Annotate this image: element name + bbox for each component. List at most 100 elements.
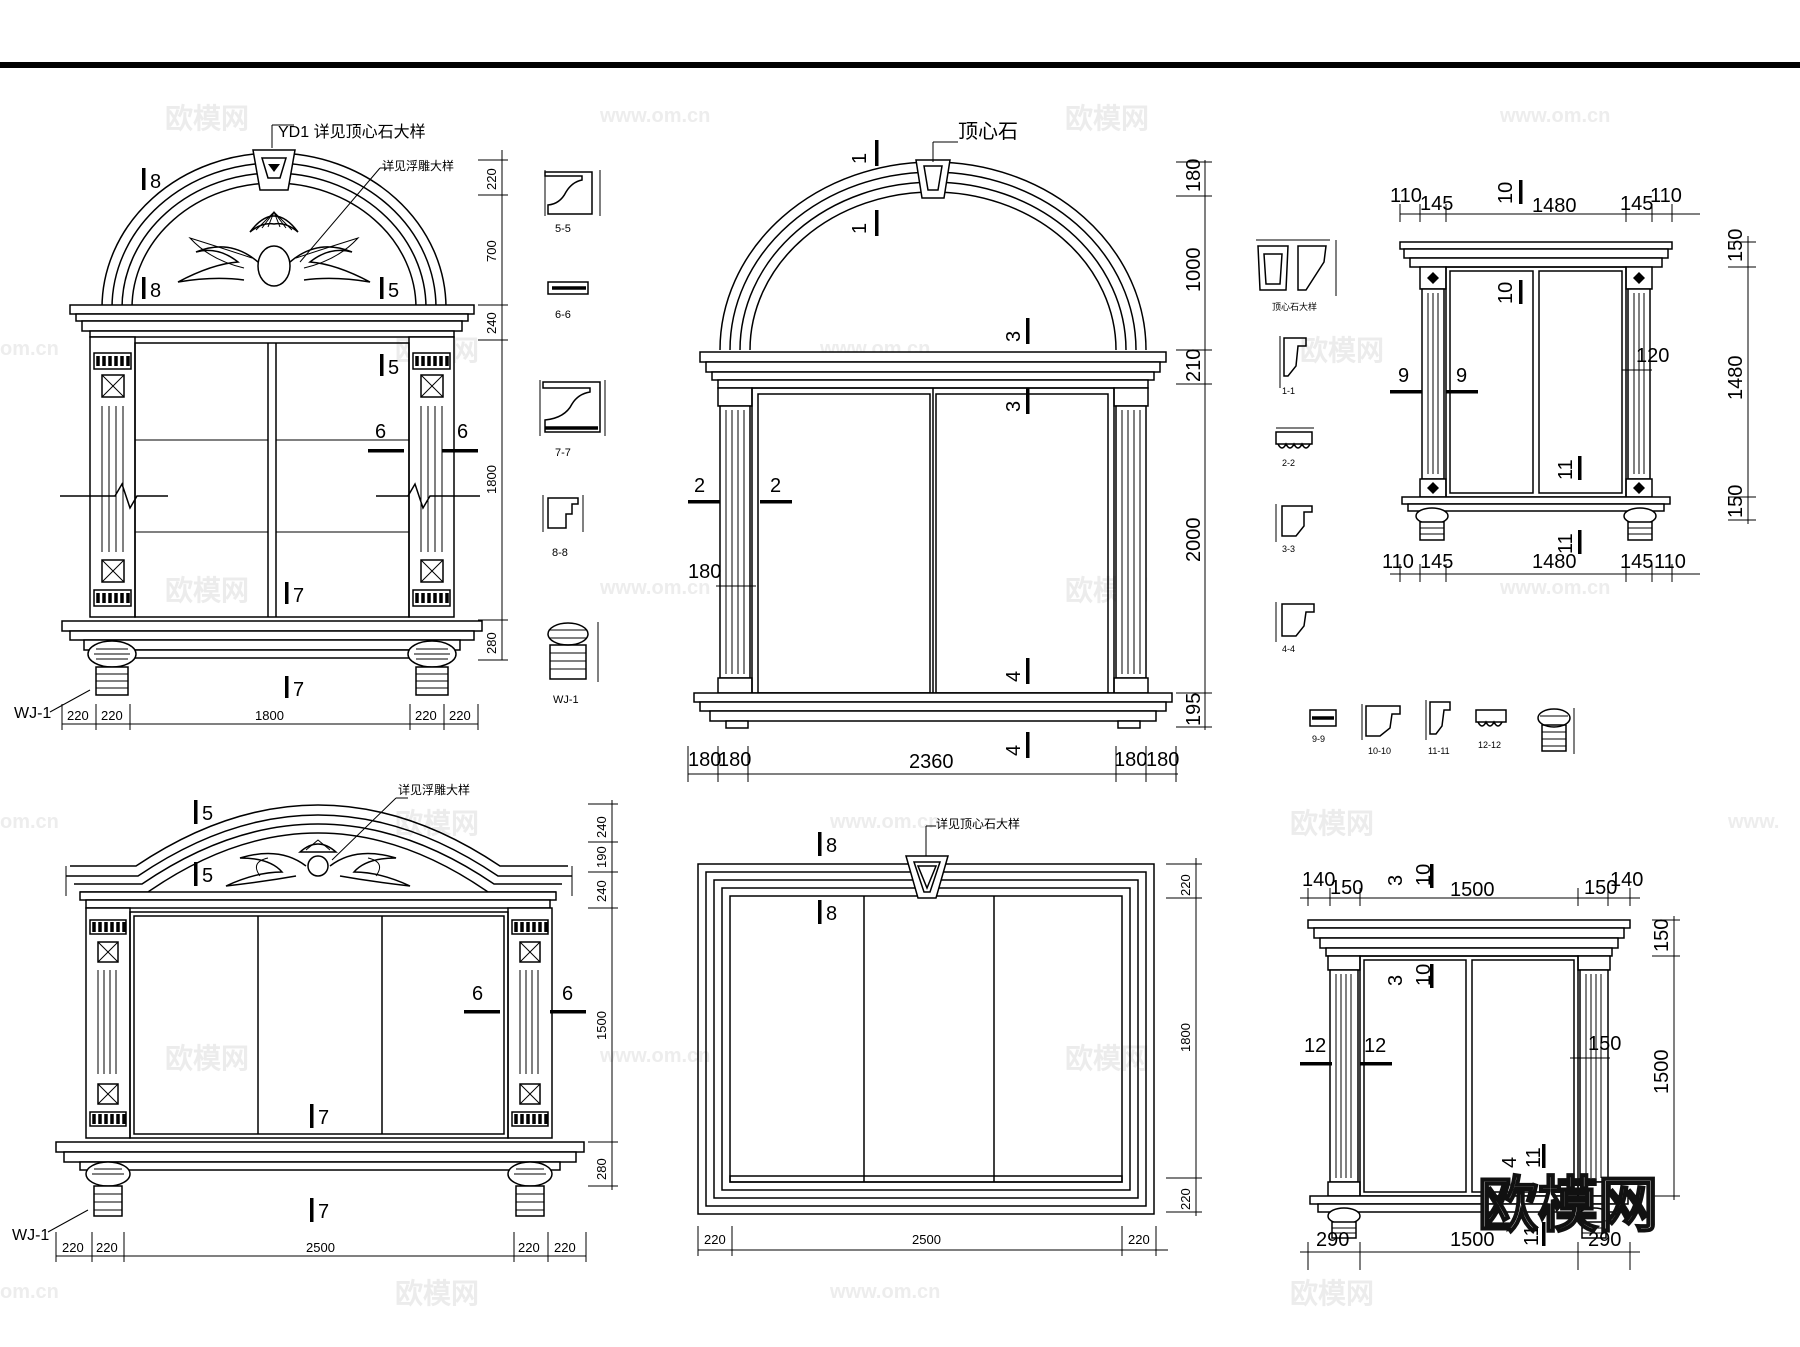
corbel-bracket xyxy=(1327,1207,1361,1239)
watermark-url: www.om.cn xyxy=(829,1281,940,1303)
svg-text:1800: 1800 xyxy=(255,708,284,723)
section-label: 1-1 xyxy=(1282,386,1295,396)
watermark-cn: 欧模网 xyxy=(165,103,249,134)
wj-label: WJ-1 xyxy=(12,1227,49,1244)
section-marker-1: 1 xyxy=(849,153,871,164)
note-keystone-title: 顶心石 xyxy=(958,121,1018,143)
section-marker-4: 4 xyxy=(1003,745,1025,756)
svg-text:145: 145 xyxy=(1620,551,1653,573)
sill-band xyxy=(63,1151,577,1163)
svg-text:2000: 2000 xyxy=(1183,518,1205,563)
cornice-band xyxy=(85,899,551,909)
keystone-detail-label: 顶心石大样 xyxy=(1272,301,1317,312)
watermark-url: www.om.cn xyxy=(599,105,710,127)
sill xyxy=(1401,496,1671,505)
sash-left xyxy=(757,393,931,694)
svg-text:220: 220 xyxy=(704,1232,726,1247)
sill xyxy=(55,1141,585,1153)
pilaster-right xyxy=(1113,387,1149,694)
svg-text:1480: 1480 xyxy=(1725,356,1747,401)
svg-text:220: 220 xyxy=(101,708,123,723)
svg-text:145: 145 xyxy=(1420,551,1453,573)
window-f-elevation: 3 10 3 10 12 12 150 4 11 11 140 150 1500… xyxy=(1300,864,1680,1270)
window-frame xyxy=(1445,266,1627,498)
svg-text:1500: 1500 xyxy=(1651,1050,1673,1095)
window-frame xyxy=(129,911,509,1139)
arch-outer xyxy=(66,814,572,877)
corbel-bracket xyxy=(407,640,457,696)
cornice-band xyxy=(79,891,557,901)
section-label: 4-4 xyxy=(1282,644,1295,654)
section-details-b: 顶心石大样 1-1 2-2 3-3 4-4 9-9 10-10 11-11 12… xyxy=(1256,239,1575,756)
svg-text:145: 145 xyxy=(1420,193,1453,215)
note-relief-ref: 详见浮雕大样 xyxy=(382,158,454,173)
section-marker-9: 9 xyxy=(1398,365,1409,387)
sill-block xyxy=(725,720,749,729)
section-label: 9-9 xyxy=(1312,734,1325,744)
pilaster-left xyxy=(717,387,753,694)
svg-text:220: 220 xyxy=(484,168,499,190)
relief-ornament xyxy=(177,210,371,287)
corbel-bracket xyxy=(1623,507,1657,541)
svg-text:1480: 1480 xyxy=(1532,551,1577,573)
watermark-cn: 欧模网 xyxy=(1290,808,1374,839)
dimension-horizontal: 290 1500 290 xyxy=(1300,1229,1640,1270)
keystone-inner xyxy=(923,165,943,191)
sill-band xyxy=(699,701,1167,712)
sill-band xyxy=(1407,503,1665,512)
dimension-horizontal: 220 220 2500 220 220 xyxy=(55,1232,587,1262)
svg-text:220: 220 xyxy=(1178,874,1193,896)
svg-text:180: 180 xyxy=(718,749,751,771)
section-marker-12: 12 xyxy=(1364,1035,1386,1057)
section-label: 12-12 xyxy=(1478,740,1501,750)
section-marker-2: 2 xyxy=(694,475,705,497)
sash-right xyxy=(935,393,1109,694)
section-marker-7: 7 xyxy=(293,585,304,607)
watermark-url: om.cn xyxy=(0,338,59,360)
pilaster-right xyxy=(507,907,553,1139)
corbel-bracket xyxy=(1415,507,1449,541)
dim-pilaster: 150 xyxy=(1588,1033,1621,1055)
pilaster-left xyxy=(85,907,131,1139)
svg-text:240: 240 xyxy=(484,312,499,334)
watermark-url: www.om.cn xyxy=(1499,577,1610,599)
arch-inner xyxy=(749,191,1117,351)
sill-band xyxy=(83,639,461,651)
watermark-cn: 欧模网 xyxy=(165,575,249,606)
pilaster-right xyxy=(1577,955,1611,1197)
section-marker-8: 8 xyxy=(826,903,837,925)
svg-text:180: 180 xyxy=(1146,749,1179,771)
dim-pilaster: 120 xyxy=(1636,345,1669,367)
section-marker-10: 10 xyxy=(1413,864,1435,886)
window-e-elevation: 详见顶心石大样 8 8 220 1800 220 220 2500 220 xyxy=(697,816,1202,1256)
section-marker-1: 1 xyxy=(849,223,871,234)
section-marker-7: 7 xyxy=(318,1107,329,1129)
dimension-vertical: 150 1500 xyxy=(1651,916,1680,1200)
section-marker-5: 5 xyxy=(202,865,213,887)
section-marker-11: 11 xyxy=(1555,459,1577,480)
sill-block xyxy=(1117,720,1141,729)
svg-text:220: 220 xyxy=(518,1240,540,1255)
svg-text:110: 110 xyxy=(1654,551,1686,573)
watermark-cn: 欧模网 xyxy=(1290,1278,1374,1309)
watermark-url: www.om.cn xyxy=(829,811,940,833)
section-marker-11: 11 xyxy=(1521,1225,1543,1246)
svg-text:1500: 1500 xyxy=(1450,1229,1495,1251)
svg-text:145: 145 xyxy=(1620,193,1653,215)
svg-text:180: 180 xyxy=(1183,159,1205,192)
section-marker-10: 10 xyxy=(1495,182,1517,204)
section-marker-5: 5 xyxy=(388,357,399,379)
section-marker-7: 7 xyxy=(293,679,304,701)
sill-band xyxy=(709,710,1157,722)
top-border-bar xyxy=(0,62,1800,68)
arch-band xyxy=(739,181,1127,351)
section-marker-9: 9 xyxy=(1456,365,1467,387)
relief-ornament xyxy=(225,839,411,887)
svg-text:150: 150 xyxy=(1651,919,1673,952)
svg-text:280: 280 xyxy=(484,632,499,654)
svg-text:240: 240 xyxy=(594,880,609,902)
corbel-bracket xyxy=(507,1161,553,1217)
watermark-cn: 欧模网 xyxy=(1300,335,1384,366)
cornice-band xyxy=(81,320,463,332)
svg-text:180: 180 xyxy=(1114,749,1147,771)
